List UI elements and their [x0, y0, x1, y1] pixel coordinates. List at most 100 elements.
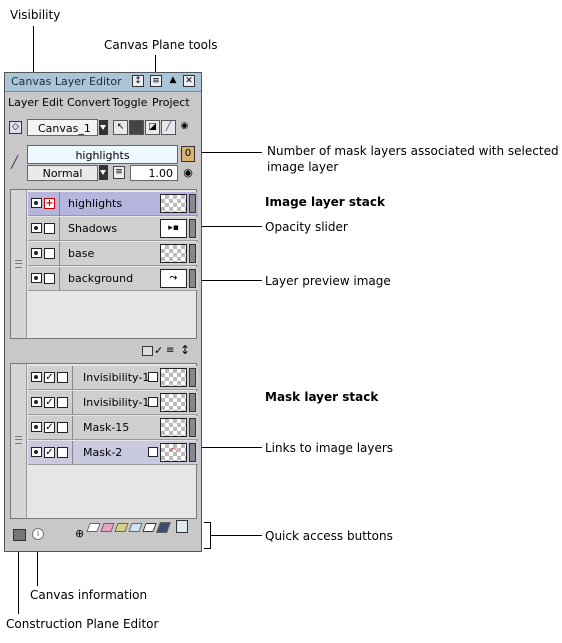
row-divider — [59, 242, 60, 266]
canvas-select[interactable]: Canvas_1 — [27, 119, 98, 136]
mask-preview-thumbnail — [160, 368, 187, 387]
mask-layer-row[interactable]: ✓ Mask-15 — [28, 416, 198, 440]
divider-drag-handle-icon[interactable]: ↕ — [180, 343, 191, 357]
visibility-eye-icon[interactable] — [31, 273, 42, 283]
eye-icon[interactable]: ◉ — [183, 166, 193, 179]
bracket-qa-top — [204, 522, 210, 523]
menu-convert[interactable]: Convert — [67, 96, 111, 109]
row-divider — [59, 192, 60, 216]
new-layer-icon[interactable]: ⊕ — [75, 527, 85, 540]
enable-check-icon[interactable]: ✓ — [44, 397, 55, 408]
row-divider — [72, 416, 73, 440]
menu-project[interactable]: Project — [152, 96, 190, 109]
callout-image-layer-stack: Image layer stack — [265, 195, 385, 209]
mask-eye-toggle-icon[interactable] — [142, 346, 153, 356]
lock-checkbox[interactable] — [44, 223, 55, 234]
resize-icon[interactable]: ↕ — [132, 75, 144, 87]
link-to-image-layer-checkbox[interactable] — [148, 397, 158, 407]
link-to-image-layer-checkbox[interactable] — [148, 372, 158, 382]
opacity-slider[interactable] — [189, 219, 196, 238]
opacity-slider[interactable] — [189, 418, 196, 437]
mask-count-badge: 0 — [181, 146, 195, 162]
visibility-eye-icon[interactable] — [31, 447, 42, 457]
pick-tool-icon[interactable]: ↖ — [113, 120, 128, 135]
brush-tool-icon[interactable]: ╱ — [161, 120, 176, 135]
layer-label: Shadows — [68, 222, 118, 235]
layer-preview-thumbnail — [160, 194, 187, 213]
visibility-eye-icon[interactable] — [31, 422, 42, 432]
mask-layer-row[interactable]: ✓ Mask-2 ◠ — [28, 441, 198, 465]
visibility-eye-icon[interactable] — [31, 248, 42, 258]
lock-checkbox[interactable] — [57, 372, 68, 383]
opacity-slider[interactable] — [189, 194, 196, 213]
lock-checkbox[interactable] — [57, 397, 68, 408]
paint-brush-icon[interactable]: ╱ — [11, 155, 19, 169]
visibility-eye-icon[interactable] — [31, 397, 42, 407]
menu-toggle[interactable]: Toggle — [112, 96, 148, 109]
lock-grid-icon[interactable]: + — [44, 198, 55, 209]
layer-name-field[interactable]: highlights — [27, 145, 178, 164]
mask-check-toggle-icon[interactable]: ✓ — [154, 344, 164, 357]
enable-check-icon[interactable]: ✓ — [44, 447, 55, 458]
flag-mask-icon[interactable] — [176, 520, 188, 533]
leader-preview — [185, 280, 262, 281]
construction-plane-editor-icon[interactable] — [13, 529, 26, 541]
visibility-eye-icon[interactable] — [31, 198, 42, 208]
leader-construction-plane — [18, 540, 19, 614]
close-icon[interactable]: ✕ — [183, 75, 195, 87]
mask-list-icon[interactable]: ≡ — [166, 345, 175, 356]
image-layer-row[interactable]: background ⤳ — [28, 267, 198, 291]
image-layer-row[interactable]: base — [28, 242, 198, 266]
leader-canvas-info — [37, 540, 38, 586]
image-stack-scrollbar[interactable] — [11, 190, 27, 338]
image-layer-row[interactable]: + highlights — [28, 192, 198, 216]
leader-links — [150, 447, 262, 448]
grid-tool-icon[interactable] — [129, 120, 144, 135]
eye-tool-icon[interactable]: ◉ — [180, 121, 189, 131]
menu-layer[interactable]: Layer — [8, 96, 39, 109]
image-layer-row[interactable]: Shadows ▸▪ — [28, 217, 198, 241]
lock-checkbox[interactable] — [44, 248, 55, 259]
blend-mode-chevron-down-icon[interactable] — [99, 165, 108, 180]
callout-canvas-plane-tools: Canvas Plane tools — [104, 38, 218, 52]
collapse-icon[interactable]: ▲ — [169, 75, 177, 85]
opacity-slider[interactable] — [189, 269, 196, 288]
link-to-image-layer-checkbox[interactable] — [148, 447, 158, 457]
visibility-eye-icon[interactable] — [31, 223, 42, 233]
title-bar[interactable]: Canvas Layer Editor ↕ ≡ ▲ ✕ — [5, 73, 201, 92]
mask-layer-row[interactable]: ✓ Invisibility-1 — [28, 391, 198, 415]
enable-check-icon[interactable]: ✓ — [44, 422, 55, 433]
mask-layer-row[interactable]: ✓ Invisibility-1 — [28, 366, 198, 390]
opacity-field[interactable]: 1.00 — [130, 165, 178, 181]
opacity-slider[interactable] — [189, 368, 196, 387]
scroll-grip-icon[interactable] — [15, 436, 22, 444]
layer-label: base — [68, 247, 95, 260]
list-icon[interactable]: ≡ — [113, 166, 125, 179]
mask-label: Mask-2 — [83, 446, 123, 459]
canvas-info-icon[interactable]: i — [32, 528, 44, 540]
canvas-icon[interactable]: ◇ — [9, 121, 22, 134]
scroll-grip-icon[interactable] — [15, 260, 22, 268]
mask-label: Invisibility-1 — [83, 396, 150, 409]
menu-edit[interactable]: Edit — [42, 96, 64, 109]
lock-checkbox[interactable] — [57, 447, 68, 458]
canvas-select-chevron-down-icon[interactable] — [99, 120, 108, 135]
layer-label: highlights — [68, 197, 123, 210]
plane-tool-icon[interactable]: ◪ — [145, 120, 160, 135]
callout-visibility: Visibility — [10, 8, 61, 22]
opacity-slider[interactable] — [189, 393, 196, 412]
lock-checkbox[interactable] — [57, 422, 68, 433]
callout-mask-count-line2: image layer — [267, 160, 339, 174]
blend-mode-select[interactable]: Normal — [27, 165, 98, 181]
leader-opacity — [192, 226, 262, 227]
row-divider — [72, 391, 73, 415]
opacity-slider[interactable] — [189, 443, 196, 462]
menu-icon[interactable]: ≡ — [150, 75, 162, 87]
visibility-eye-icon[interactable] — [31, 372, 42, 382]
opacity-slider[interactable] — [189, 244, 196, 263]
mask-stack-scrollbar[interactable] — [11, 364, 27, 518]
enable-check-icon[interactable]: ✓ — [44, 372, 55, 383]
lock-checkbox[interactable] — [44, 273, 55, 284]
layer-preview-thumbnail: ⤳ — [160, 269, 187, 288]
callout-links: Links to image layers — [265, 441, 394, 455]
